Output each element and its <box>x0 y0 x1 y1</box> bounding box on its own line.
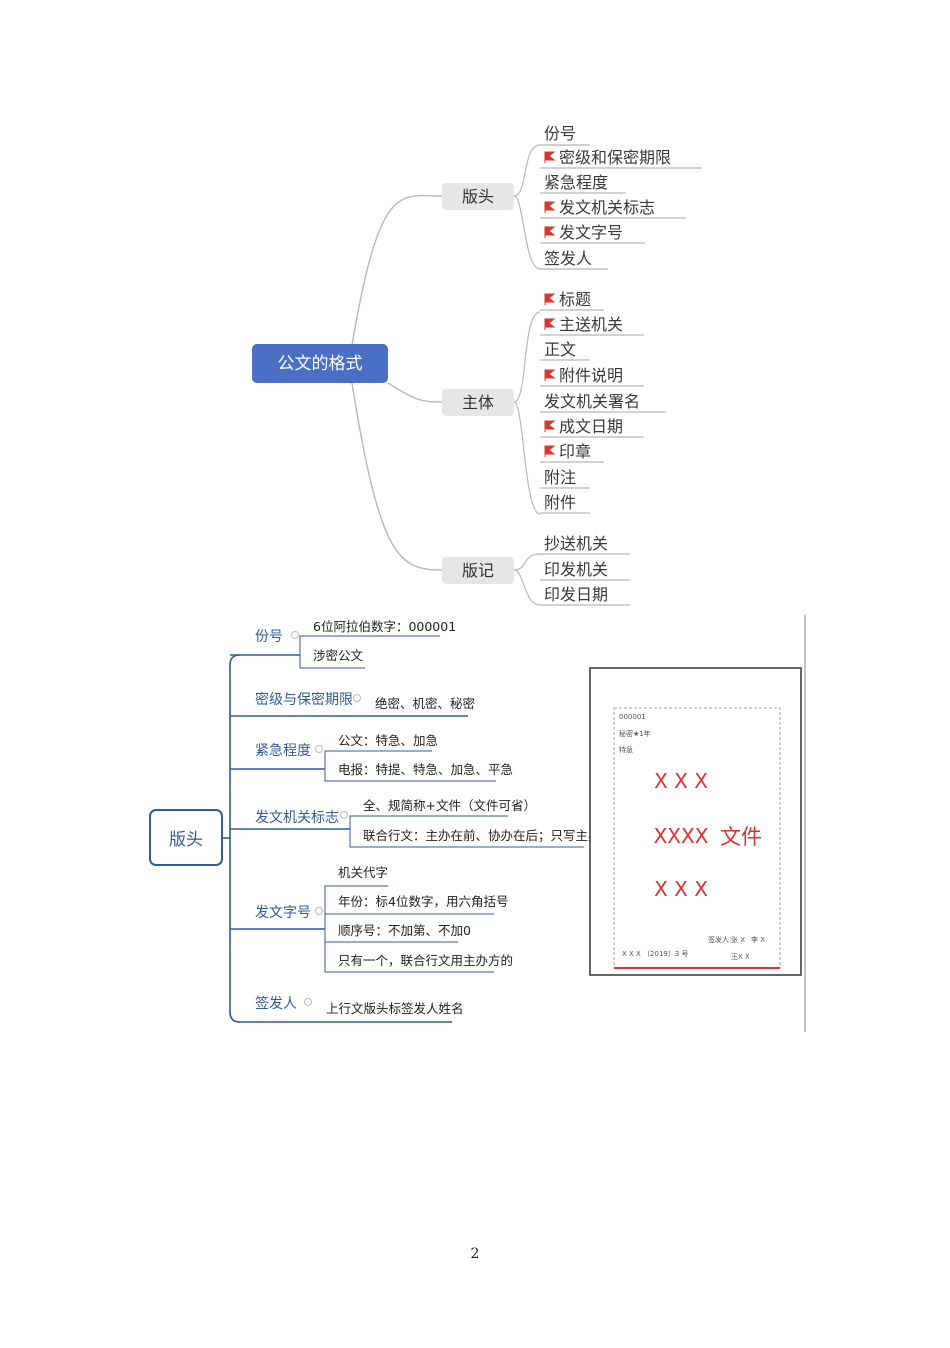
detail-item: 只有一个，联合行文用主办方的 <box>338 953 513 968</box>
collapse-icon[interactable] <box>304 998 312 1006</box>
connector-root-footer <box>351 382 443 571</box>
mindmap-format-overview: 公文的格式 版头 主体 版记 份号 密级和保密期限 紧急程度 <box>252 124 702 606</box>
leaf-item: 紧急程度 <box>544 173 608 192</box>
collapse-icon[interactable] <box>340 811 348 819</box>
flag-icon <box>544 201 556 213</box>
collapse-icon[interactable] <box>315 907 323 915</box>
trunk-line <box>229 654 241 1023</box>
category-label: 签发人 <box>255 995 297 1012</box>
branch-label-banner: 版头 <box>462 187 494 206</box>
leaf-item: 主送机关 <box>559 315 623 334</box>
leaf-item: 签发人 <box>544 249 592 268</box>
doc-issue-number: X X X 〔2019〕3 号 <box>622 950 689 958</box>
branch-label-footer: 版记 <box>462 561 494 580</box>
category-label: 份号 <box>255 629 283 645</box>
detail-item: 全、规简称+文件（文件可省） <box>363 798 536 813</box>
doc-secret-level: 秘密★1年 <box>619 729 651 738</box>
leaf-group-banner: 份号 密级和保密期限 紧急程度 发文机关标志 发文字号 签发人 <box>513 124 702 270</box>
category-label: 发文机关标志 <box>255 810 339 826</box>
connector-root-body <box>387 382 443 403</box>
detail-item: 年份：标4位数字，用六角括号 <box>338 894 508 909</box>
flag-icon <box>544 420 556 432</box>
detail-item: 联合行文：主办在前、协办在后；只写主办方 <box>363 828 613 843</box>
doc-urgency: 特急 <box>619 745 633 754</box>
leaf-item: 印发日期 <box>544 585 608 604</box>
document-margin <box>613 707 781 969</box>
leaf-item: 发文机关署名 <box>544 392 640 411</box>
flag-icon <box>544 151 556 163</box>
leaf-item: 密级和保密期限 <box>559 148 671 167</box>
doc-signer-label: 签发人： <box>708 935 736 944</box>
flag-icon <box>544 293 556 305</box>
leaf-item: 标题 <box>559 290 591 309</box>
leaf-group-body: 标题 主送机关 正文 附件说明 发文机关署名 成文日期 印章 附注 <box>513 290 666 515</box>
doc-agency-1: X X X <box>654 769 708 793</box>
root-node <box>252 344 388 383</box>
doc-agency-2: XXXX <box>654 824 709 848</box>
branch-node-footer <box>442 557 514 584</box>
detail-item: 公文：特急、加急 <box>338 733 438 748</box>
detail-item: 上行文版头标签发人姓名 <box>326 1001 464 1016</box>
document-frame <box>589 667 802 976</box>
detail-item: 涉密公文 <box>313 648 364 663</box>
detail-item: 绝密、机密、秘密 <box>375 696 475 711</box>
leaf-item: 发文机关标志 <box>559 198 655 217</box>
doc-copy-number: 000001 <box>619 713 646 721</box>
flag-icon <box>544 226 556 238</box>
detail-item: 顺序号：不加第、不加0 <box>338 923 471 938</box>
connector-root-banner <box>351 194 443 346</box>
detail-item: 6位阿拉伯数字：000001 <box>313 619 456 634</box>
doc-agency-3: X X X <box>654 877 708 901</box>
doc-wenjian: 文件 <box>720 825 762 849</box>
doc-signer-name: 李 X <box>751 935 765 944</box>
leaf-item: 成文日期 <box>559 417 623 436</box>
leaf-item: 附件说明 <box>559 366 623 385</box>
leaf-item: 份号 <box>544 124 576 143</box>
doc-signer-name: 王X X <box>731 953 750 961</box>
category-label: 发文字号 <box>255 905 311 921</box>
flag-icon <box>544 445 556 457</box>
branch-node-body <box>442 389 514 416</box>
leaf-item: 抄送机关 <box>544 534 608 553</box>
leaf-item: 印发机关 <box>544 560 608 579</box>
flag-icon <box>544 369 556 381</box>
mindmap-banner-detail: 版头 份号 6位阿拉伯数字：000001 涉密公文 密级与保密期限 绝密、机密、… <box>149 619 613 1023</box>
doc-signer-name: 张 X <box>731 935 745 944</box>
leaf-item: 附注 <box>544 468 576 487</box>
branch-node-banner <box>442 183 514 210</box>
detail-item: 电报：特提、特急、加急、平急 <box>338 762 513 777</box>
leaf-item: 正文 <box>544 340 576 359</box>
collapse-icon[interactable] <box>291 631 299 639</box>
flag-icon <box>544 318 556 330</box>
detail-item: 机关代字 <box>338 865 388 880</box>
leaf-group-footer: 抄送机关 印发机关 印发日期 <box>513 534 630 606</box>
document-sample-figure: 000001 秘密★1年 特急 X X X XXXX 文件 X X X 签发人：… <box>589 615 806 1032</box>
leaf-item: 发文字号 <box>559 223 623 242</box>
leaf-item: 印章 <box>559 442 591 461</box>
root-label-banner: 版头 <box>169 830 203 850</box>
root-label: 公文的格式 <box>278 354 363 374</box>
collapse-icon[interactable] <box>315 745 323 753</box>
leaf-item: 附件 <box>544 493 576 512</box>
category-label: 密级与保密期限 <box>255 691 353 708</box>
page-number: 2 <box>470 1246 480 1262</box>
collapse-icon[interactable] <box>353 694 361 702</box>
branch-label-body: 主体 <box>462 393 494 412</box>
category-label: 紧急程度 <box>255 743 311 759</box>
